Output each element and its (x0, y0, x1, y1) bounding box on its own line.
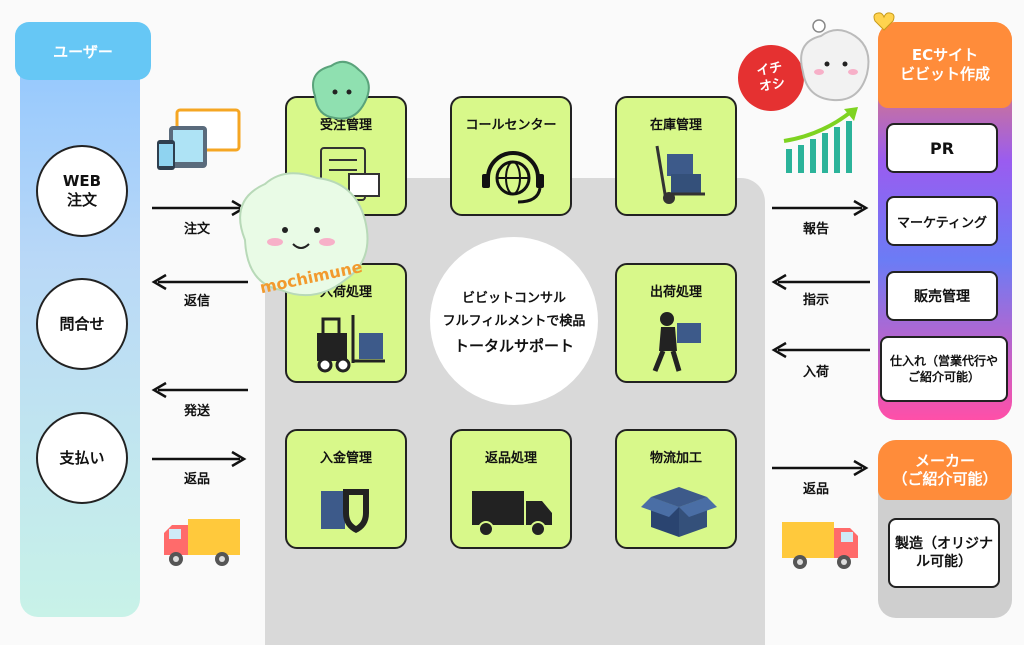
hand-truck-icon (655, 145, 705, 204)
reply-arrow (151, 273, 248, 291)
inquiry-node: 問合せ (36, 278, 128, 370)
delivery-truck-icon (164, 519, 240, 566)
growth-chart-icon (783, 107, 858, 173)
maker-title-line1: メーカー (914, 452, 975, 470)
service-label: 受注管理 (319, 118, 372, 133)
instruction-arrow-label: 指示 (803, 293, 830, 308)
payment-node: 支払い (36, 412, 128, 504)
service-label: 物流加工 (649, 451, 702, 466)
center-summary: ビビットコンサル フルフィルメントで検品 トータルサポート (430, 237, 598, 405)
maker-item-label: 製造（オリジナル可能） (895, 536, 993, 570)
forklift-icon (317, 315, 385, 373)
ship-arrow (151, 381, 248, 399)
mascot-small-icon (312, 60, 370, 120)
payment-label: 支払い (59, 448, 105, 467)
service-label: 入金管理 (319, 451, 372, 466)
ec-item-label: PR (929, 138, 955, 158)
ec-item-label: 仕入れ（営業代行やご紹介可能） (889, 354, 998, 384)
center-line3: トータルサポート (453, 336, 574, 355)
ec-item-pr: PR (886, 123, 998, 173)
service-payment-management: 入金管理 (285, 429, 407, 549)
ec-title-line2: ビビット作成 (899, 65, 990, 83)
order-arrow-label: 注文 (184, 222, 211, 237)
service-logistics-processing: 物流加工 (615, 429, 737, 549)
ec-item-label: マーケティング (897, 215, 987, 231)
ec-title-line1: ECサイト (911, 46, 979, 64)
ec-header: ECサイト ビビット作成 (878, 22, 1012, 108)
return-arrow-left-label: 返品 (184, 472, 211, 487)
inquiry-label: 問合せ (59, 314, 105, 333)
service-inventory-management: 在庫管理 (615, 96, 737, 216)
service-receiving: 入荷処理 (285, 263, 407, 383)
badge-line2: オシ (758, 75, 787, 96)
courier-icon (652, 312, 701, 372)
maker-item-manufacturing: 製造（オリジナル可能） (888, 518, 1000, 588)
ec-item-marketing: マーケティング (886, 196, 998, 246)
mascot-right-icon (800, 19, 870, 102)
user-header: ユーザー (15, 22, 151, 80)
web-order-line2: 注文 (66, 191, 97, 209)
maker-title-line2: （ご紹介可能） (892, 470, 998, 488)
heart-icon (873, 12, 895, 31)
reply-arrow-label: 返信 (184, 294, 211, 309)
service-label: 返品処理 (484, 451, 537, 466)
return-arrow-right (772, 459, 869, 477)
mascot-icon: mochimune (239, 172, 369, 297)
delivery-truck-right-icon (782, 522, 858, 569)
return-arrow-left (152, 450, 247, 468)
truck-icon (472, 491, 552, 537)
devices-icon (157, 108, 241, 170)
ec-item-purchasing: 仕入れ（営業代行やご紹介可能） (880, 336, 1008, 402)
ec-item-sales-management: 販売管理 (886, 271, 998, 321)
service-return-processing: 返品処理 (450, 429, 572, 549)
headset-globe-icon (482, 151, 544, 204)
inbound-arrow-label: 入荷 (803, 365, 830, 380)
inbound-arrow (771, 341, 870, 359)
web-order-node: WEB 注文 (36, 145, 128, 237)
report-arrow-label: 報告 (803, 222, 830, 237)
center-line2: フルフィルメントで検品 (442, 313, 586, 329)
web-order-line1: WEB (62, 172, 102, 190)
user-title: ユーザー (53, 42, 113, 61)
service-shipping: 出荷処理 (615, 263, 737, 383)
maker-header: メーカー （ご紹介可能） (878, 440, 1012, 500)
service-label: 在庫管理 (649, 118, 702, 133)
service-label: コールセンター (465, 118, 557, 133)
ec-item-label: 販売管理 (914, 289, 970, 305)
service-label: 出荷処理 (649, 285, 702, 300)
report-arrow (772, 199, 869, 217)
ship-arrow-label: 発送 (184, 404, 211, 419)
shield-icon (321, 489, 369, 533)
open-box-icon (641, 487, 717, 537)
service-call-center: コールセンター (450, 96, 572, 216)
center-line1: ビビットコンサル (461, 290, 566, 306)
return-arrow-right-label: 返品 (803, 482, 830, 497)
instruction-arrow (771, 273, 870, 291)
